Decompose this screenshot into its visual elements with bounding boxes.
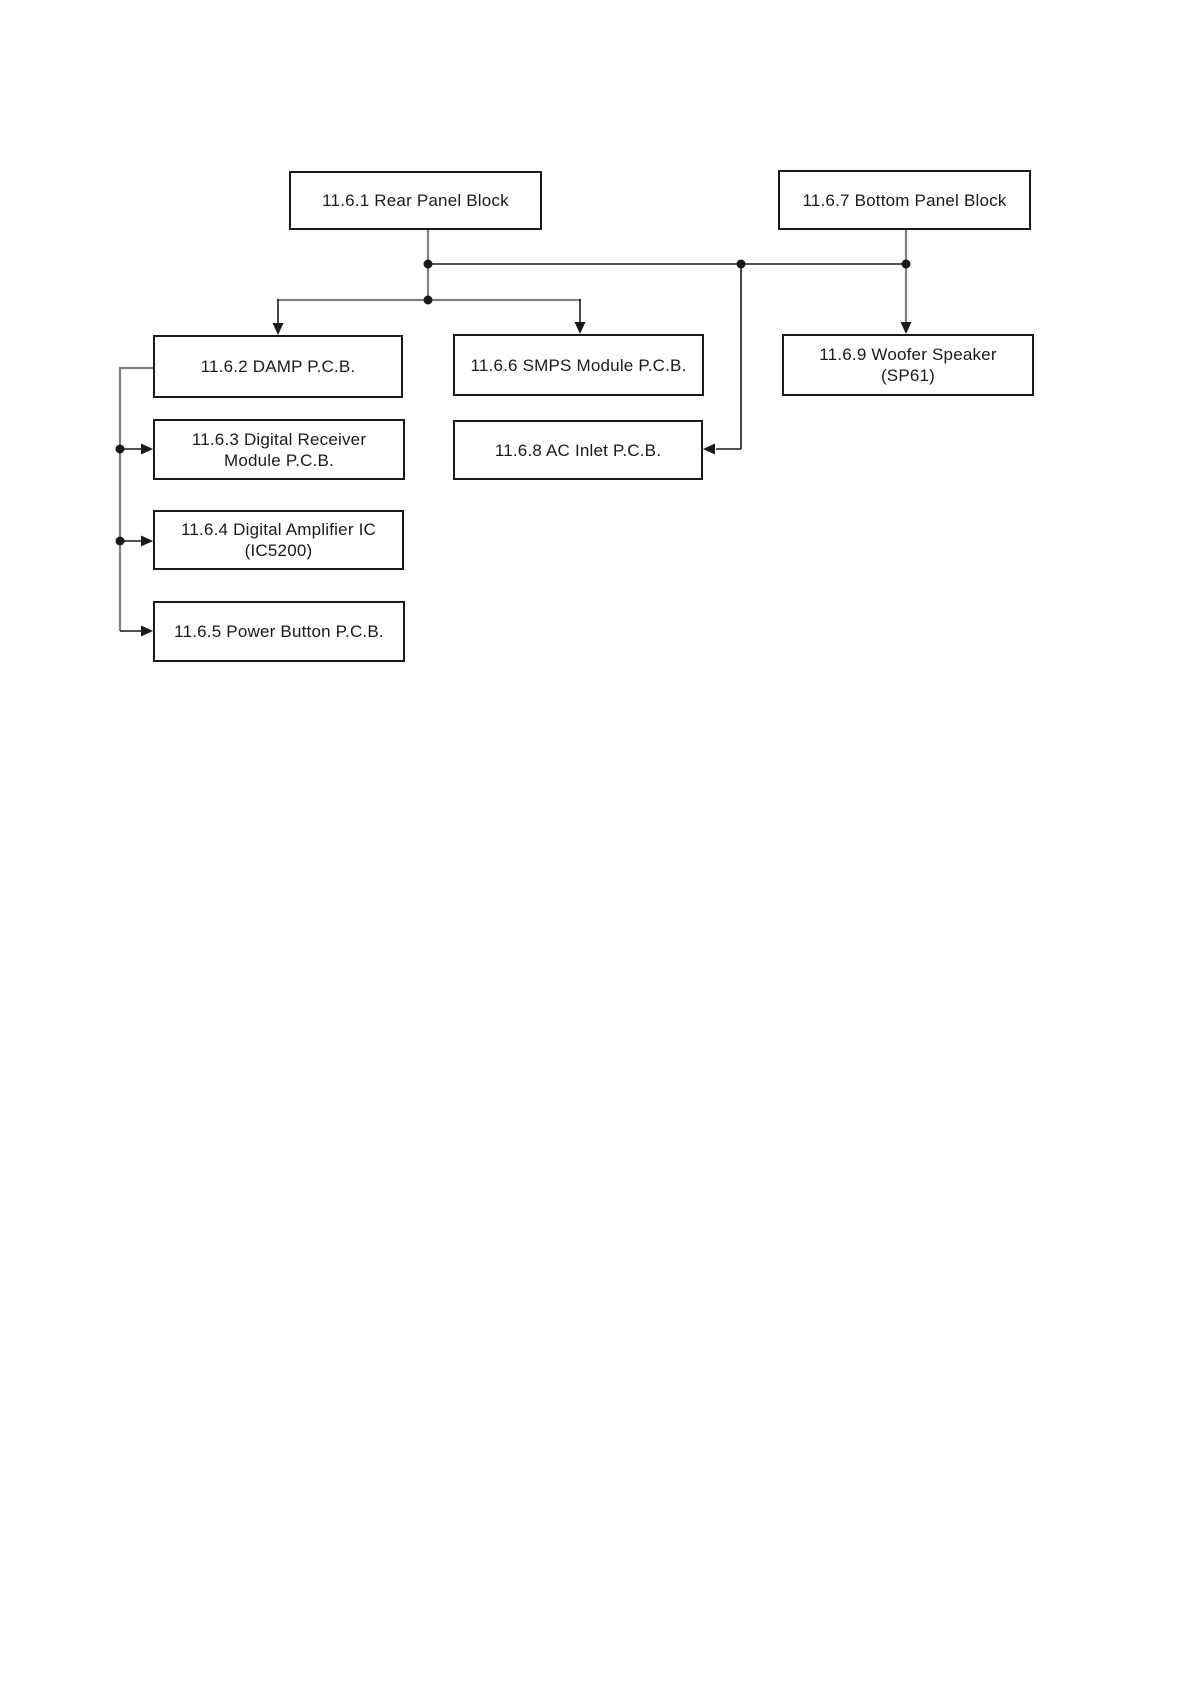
node-smps-module-pcb: 11.6.6 SMPS Module P.C.B.	[453, 334, 704, 396]
arrowhead-down-icon	[574, 322, 586, 334]
junction-dot	[115, 536, 125, 546]
node-label: 11.6.1 Rear Panel Block	[322, 191, 509, 210]
node-bottom-panel-block: 11.6.7 Bottom Panel Block	[778, 170, 1031, 230]
node-label: (SP61)	[880, 366, 936, 385]
node-label: 11.6.2 DAMP P.C.B.	[200, 357, 356, 376]
node-digital-receiver-module-pcb: 11.6.3 Digital Receiver Module P.C.B.	[153, 419, 405, 480]
junction-dot	[901, 259, 911, 269]
arrowhead-right-icon	[141, 535, 153, 547]
node-label: 11.6.7 Bottom Panel Block	[802, 190, 1007, 210]
arrowhead-right-icon	[141, 443, 153, 455]
arrowhead-left-icon	[703, 443, 715, 455]
node-label: 11.6.9 Woofer Speaker	[819, 345, 997, 364]
node-label: 11.6.4 Digital Amplifier IC	[181, 520, 376, 539]
junction-dot	[423, 259, 433, 269]
arrowhead-down-icon	[900, 322, 912, 334]
node-label: 11.6.6 SMPS Module P.C.B.	[470, 355, 687, 375]
node-damp-pcb: 11.6.2 DAMP P.C.B.	[153, 335, 403, 398]
node-label: 11.6.8 AC Inlet P.C.B.	[494, 440, 662, 460]
node-label: 11.6.5 Power Button P.C.B.	[174, 622, 384, 641]
node-woofer-speaker: 11.6.9 Woofer Speaker (SP61)	[782, 334, 1034, 396]
node-digital-amplifier-ic: 11.6.4 Digital Amplifier IC (IC5200)	[153, 510, 404, 570]
arrowhead-down-icon	[272, 323, 284, 335]
node-power-button-pcb: 11.6.5 Power Button P.C.B.	[153, 601, 405, 662]
junction-dot	[115, 444, 125, 454]
arrowhead-right-icon	[141, 625, 153, 637]
node-ac-inlet-pcb: 11.6.8 AC Inlet P.C.B.	[453, 420, 703, 480]
node-label: 11.6.3 Digital Receiver	[191, 429, 367, 449]
node-rear-panel-block: 11.6.1 Rear Panel Block	[289, 171, 542, 230]
node-label: (IC5200)	[244, 541, 313, 560]
junction-dot	[423, 295, 433, 305]
node-label: Module P.C.B.	[223, 450, 334, 470]
junction-dot	[736, 259, 746, 269]
